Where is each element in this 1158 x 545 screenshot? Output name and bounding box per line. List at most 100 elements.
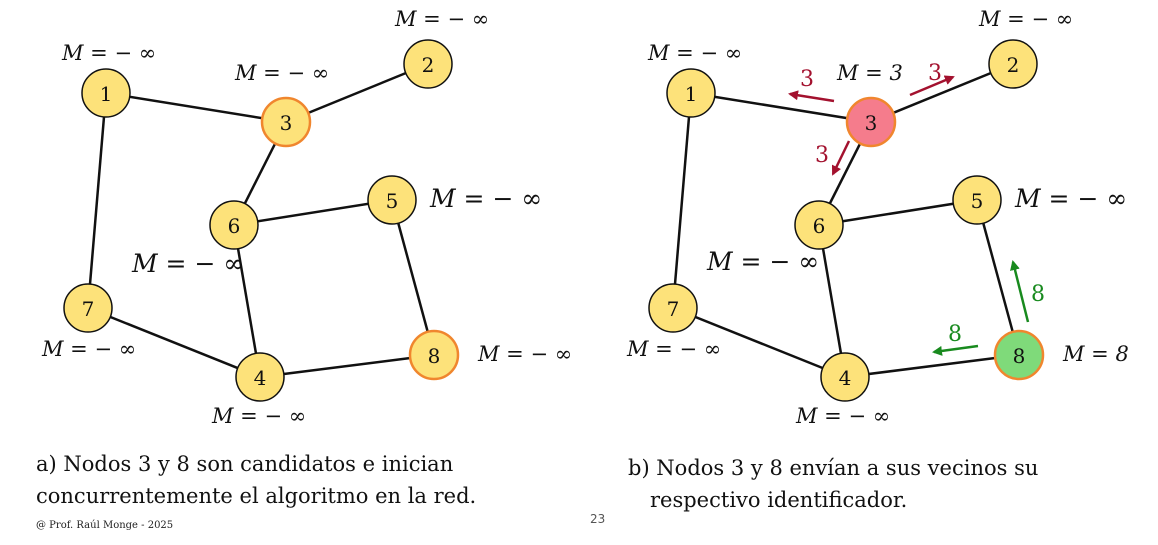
left-node-4-circle: [235, 352, 285, 402]
right-node-2: 2: [988, 39, 1038, 89]
left-node-2-circle: [403, 39, 453, 89]
right-node-4-circle: [820, 352, 870, 402]
node-1-m-label: M = − ∞: [61, 41, 156, 65]
right-node-1: 1: [666, 68, 716, 118]
right-node-6-circle: [794, 200, 844, 250]
right-edges: [671, 62, 1021, 379]
caption-b-line-2: respectivo identificador.: [650, 488, 908, 512]
message-label-8-to-4: 8: [948, 322, 962, 347]
left-node-5: 5: [367, 175, 417, 225]
right-edge-6-4: [817, 224, 847, 378]
right-edge-6-5: [818, 198, 978, 227]
caption-a-line-2: concurrentemente el algoritmo en la red.: [36, 484, 477, 508]
right-edge-7-4: [672, 306, 846, 379]
node-8-m-label: M = − ∞: [477, 342, 572, 366]
message-label-3-to-6: 3: [815, 143, 829, 168]
right-node-2-circle: [988, 39, 1038, 89]
left-node-8-circle: [408, 329, 460, 381]
right-node-4: 4: [820, 352, 870, 402]
left-edge-5-8: [390, 199, 436, 356]
right-edge-1-3: [690, 91, 872, 124]
node-6-m-label: M = − ∞: [131, 249, 244, 278]
left-node-8: 8: [408, 329, 460, 381]
node-2-m-label: M = − ∞: [394, 7, 489, 31]
node-5-m-label: M = − ∞: [1014, 184, 1127, 213]
left-node-7-label: 7: [82, 297, 95, 321]
left-edge-3-2: [285, 62, 429, 124]
left-node-3: 3: [260, 96, 312, 148]
node-7-m-label: M = − ∞: [41, 337, 136, 361]
right-node-8: 8: [993, 329, 1045, 381]
left-graph: 1 2 3 4 5 6 7 8 M = − ∞ M = − ∞ M = − ∞ M = − ∞…: [41, 7, 572, 428]
message-arrow-3-to-6: [831, 140, 851, 176]
left-edge-1-7: [86, 92, 108, 309]
right-node-7: 7: [648, 283, 698, 333]
right-node-8-circle: [993, 329, 1045, 381]
right-edge-3-2: [870, 62, 1014, 124]
left-node-1-circle: [81, 68, 131, 118]
node-4-m-label: M = − ∞: [795, 404, 890, 428]
message-label-8-to-5: 8: [1031, 282, 1045, 307]
right-node-8-label: 8: [1013, 344, 1026, 368]
node-1-m-label: M = − ∞: [647, 41, 742, 65]
left-node-4: 4: [235, 352, 285, 402]
right-node-7-label: 7: [667, 297, 680, 321]
left-node-7-circle: [63, 283, 113, 333]
left-edges: [86, 62, 436, 379]
node-4-m-label: M = − ∞: [211, 404, 306, 428]
left-node-8-label: 8: [428, 344, 441, 368]
node-3-m-label: M = − ∞: [234, 61, 329, 85]
right-node-3-label: 3: [865, 111, 878, 135]
left-node-2-label: 2: [422, 53, 435, 77]
left-node-6-label: 6: [228, 214, 241, 238]
left-edge-6-5: [233, 198, 393, 227]
message-arrow-3-to-2: [909, 75, 955, 97]
left-edge-6-4: [232, 224, 262, 378]
caption-b: b) Nodos 3 y 8 envían a sus vecinos su r…: [628, 452, 1038, 516]
right-node-2-label: 2: [1007, 53, 1020, 77]
left-edge-7-4: [87, 306, 261, 379]
node-8-m-label: M = 8: [1062, 342, 1129, 366]
left-nodes: 1 2 3 4 5 6 7 8: [63, 39, 460, 402]
right-node-3-circle: [845, 96, 897, 148]
page-number: 23: [590, 512, 606, 526]
node-7-m-label: M = − ∞: [626, 337, 721, 361]
left-node-1: 1: [81, 68, 131, 118]
left-edge-1-3: [105, 91, 287, 124]
right-node-1-label: 1: [685, 82, 698, 106]
left-node-4-label: 4: [254, 366, 267, 390]
right-nodes: 1 2 3 4 5 6 7 8: [648, 39, 1045, 402]
right-node-7-circle: [648, 283, 698, 333]
node-2-m-label: M = − ∞: [978, 7, 1073, 31]
message-arrow-3-to-1: [788, 90, 835, 103]
right-node-5-circle: [952, 175, 1002, 225]
node-6-m-label: M = − ∞: [706, 247, 819, 276]
right-node-4-label: 4: [839, 366, 852, 390]
left-node-6: 6: [209, 200, 259, 250]
left-node-5-label: 5: [386, 189, 399, 213]
left-node-1-label: 1: [100, 82, 113, 106]
message-arrow-8-to-5: [1010, 260, 1030, 323]
right-node-5: 5: [952, 175, 1002, 225]
caption-a: a) Nodos 3 y 8 son candidatos e inician …: [36, 448, 476, 512]
message-label-3-to-2: 3: [928, 61, 942, 86]
right-node-3: 3: [845, 96, 897, 148]
message-arrow-8-to-4: [932, 344, 979, 356]
right-edge-4-8: [844, 353, 1020, 379]
right-node-5-label: 5: [971, 189, 984, 213]
left-node-7: 7: [63, 283, 113, 333]
caption-b-line-1: b) Nodos 3 y 8 envían a sus vecinos su: [628, 456, 1039, 480]
left-node-5-circle: [367, 175, 417, 225]
right-node-6-label: 6: [813, 214, 826, 238]
right-edge-1-7: [671, 92, 693, 309]
footer-credit: @ Prof. Raúl Monge - 2025: [36, 520, 174, 531]
right-node-1-circle: [666, 68, 716, 118]
right-edge-5-8: [975, 199, 1021, 356]
left-node-3-circle: [260, 96, 312, 148]
right-node-6: 6: [794, 200, 844, 250]
left-node-3-label: 3: [280, 111, 293, 135]
left-edge-4-8: [259, 353, 435, 379]
left-node-6-circle: [209, 200, 259, 250]
